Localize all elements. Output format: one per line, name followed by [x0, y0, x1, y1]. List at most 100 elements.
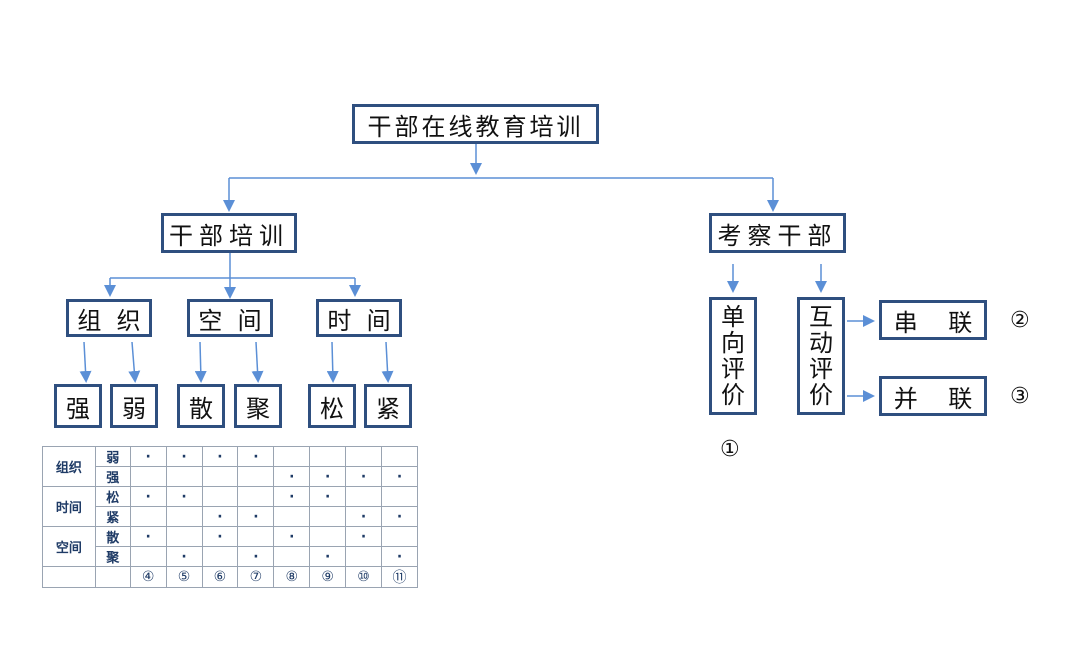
- table-cell: ·: [165, 546, 203, 567]
- table-cell: ·: [309, 546, 347, 567]
- leaf-gathered: 聚: [234, 384, 282, 428]
- table-cell: ·: [237, 506, 275, 527]
- marker-1: ①: [720, 437, 740, 462]
- table-cell: ·: [380, 546, 419, 567]
- table-cell: [129, 546, 167, 567]
- table-cell: ·: [201, 526, 239, 547]
- table-cell: [165, 466, 203, 487]
- table-row: 聚 · · · ·: [43, 546, 419, 567]
- table-cell: ·: [237, 446, 275, 467]
- group-space: 空 间: [187, 299, 273, 337]
- table-cell: [380, 526, 419, 547]
- table-cell: ·: [165, 446, 203, 467]
- table-column-number: ⑦: [237, 566, 275, 588]
- one-way-char: 价: [721, 381, 745, 409]
- table-column-number: ⑪: [380, 566, 419, 588]
- table-cell: ·: [273, 466, 311, 487]
- leaf-weak: 弱: [110, 384, 158, 428]
- table-sub-label: 松: [94, 486, 131, 507]
- leaf-loose: 松: [308, 384, 356, 428]
- table-cell: ·: [129, 486, 167, 507]
- table-cell: [309, 506, 347, 527]
- table-cell: [345, 546, 382, 567]
- one-way-char: 评: [721, 355, 745, 383]
- table-column-number: ⑤: [165, 566, 203, 588]
- table-sub-label: 散: [94, 526, 131, 547]
- leaf-scattered: 散: [177, 384, 225, 428]
- leaf-strong: 强: [54, 384, 102, 428]
- table-group-label: 组织: [42, 446, 96, 487]
- table-cell: [380, 446, 419, 467]
- table-sub-label: 弱: [94, 446, 131, 467]
- table-sub-label: 紧: [94, 506, 131, 527]
- table-cell: [237, 486, 275, 507]
- table-sub-label: 聚: [94, 546, 131, 567]
- table-column-number: ④: [129, 566, 167, 588]
- table-cell: [273, 506, 311, 527]
- table-cell: [237, 466, 275, 487]
- root-node: 干部在线教育培训: [352, 104, 599, 144]
- one-way-char: 单: [721, 303, 745, 331]
- table-column-number: ⑩: [345, 566, 382, 588]
- table-empty-cell: [94, 566, 131, 588]
- table-column-number: ⑥: [201, 566, 239, 588]
- table-cell: [345, 446, 382, 467]
- table-cell: [129, 466, 167, 487]
- table-cell: [165, 506, 203, 527]
- table-group-label: 时间: [42, 486, 96, 527]
- table-empty-cell: [42, 566, 96, 588]
- table-cell: ·: [380, 466, 419, 487]
- table-column-number: ⑨: [309, 566, 347, 588]
- cadre-training-node: 干部培训: [161, 213, 297, 253]
- leaf-tight: 紧: [364, 384, 412, 428]
- table-sub-label: 强: [94, 466, 131, 487]
- table-cell: [237, 526, 275, 547]
- interactive-char: 评: [809, 355, 833, 383]
- group-organization: 组 织: [66, 299, 152, 337]
- table-cell: ·: [309, 466, 347, 487]
- table-cell: ·: [201, 446, 239, 467]
- table-cell: [309, 446, 347, 467]
- table-cell: ·: [345, 506, 382, 527]
- table-row: 强····: [43, 466, 419, 487]
- table-cell: ·: [129, 446, 167, 467]
- group-time: 时 间: [316, 299, 402, 337]
- table-cell: ·: [165, 486, 203, 507]
- interactive-char: 互: [809, 303, 833, 331]
- table-cell: ·: [273, 526, 311, 547]
- marker-3: ③: [1010, 384, 1030, 409]
- table-cell: [129, 506, 167, 527]
- table-cell: ·: [380, 506, 419, 527]
- table-cell: ·: [345, 526, 382, 547]
- table-cell: [273, 546, 311, 567]
- interactive-char: 动: [809, 329, 833, 357]
- table-cell: [380, 486, 419, 507]
- table-cell: ·: [309, 486, 347, 507]
- table-row: 时间松····: [42, 486, 419, 527]
- table-cell: ·: [129, 526, 167, 547]
- table-cell: [309, 526, 347, 547]
- table-cell: [165, 526, 203, 547]
- table-cell: ·: [237, 546, 275, 567]
- table-cell: ·: [201, 506, 239, 527]
- interactive-char: 价: [809, 381, 833, 409]
- table-cell: [201, 486, 239, 507]
- table-cell: [273, 446, 311, 467]
- table-row: 组织弱····: [42, 446, 419, 487]
- table-cell: ·: [345, 466, 382, 487]
- table-cell: ·: [273, 486, 311, 507]
- one-way-evaluation: 单 向 评 价: [709, 297, 757, 415]
- table-row: 空间散····: [42, 526, 419, 567]
- table-cell: [345, 486, 382, 507]
- table-cell: [201, 466, 239, 487]
- one-way-char: 向: [721, 329, 745, 357]
- series-mode: 串 联: [879, 300, 987, 340]
- table-group-label: 空间: [42, 526, 96, 567]
- marker-2: ②: [1010, 308, 1030, 333]
- table-cell: [201, 546, 239, 567]
- parallel-mode: 并 联: [879, 376, 987, 416]
- inspect-cadre-node: 考察干部: [709, 213, 846, 253]
